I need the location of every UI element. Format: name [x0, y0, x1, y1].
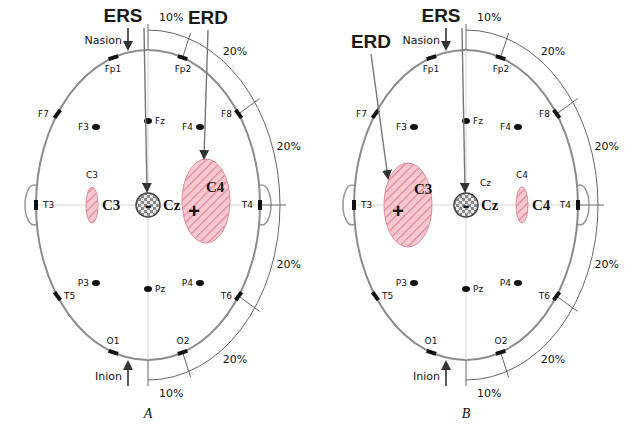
erd-region — [86, 187, 98, 223]
landmark-label: Nasion — [85, 34, 122, 47]
electrode-label: O1 — [425, 336, 438, 346]
leader-arrow — [462, 28, 465, 191]
electrode-label: C3 — [86, 170, 98, 180]
polarity-sign: - — [463, 194, 470, 217]
erd-region — [182, 159, 230, 243]
percent-label: 20% — [595, 257, 619, 270]
percent-label: 20% — [223, 352, 247, 365]
electrode-label: Fp2 — [175, 64, 192, 74]
percent-label: 10% — [477, 386, 501, 399]
electrode-label: C4 — [532, 197, 550, 214]
polarity-sign: + — [188, 200, 200, 223]
electrode-label: C3 — [414, 181, 432, 198]
electrode-label: Cz — [480, 178, 491, 188]
landmark-label: Nasion — [403, 34, 440, 47]
electrode-label: T3 — [361, 200, 372, 210]
effect-label: ERD — [188, 7, 228, 29]
landmark-arrow — [445, 28, 447, 49]
electrode-label: Cz — [163, 197, 181, 214]
effect-label: ERS — [421, 5, 460, 27]
effect-label: ERD — [351, 31, 391, 53]
electrode-label: F4 — [182, 122, 193, 132]
electrode-label: F8 — [221, 109, 232, 119]
percent-label: 10% — [159, 11, 183, 24]
electrode-label: C3 — [102, 197, 120, 214]
percent-label: 20% — [541, 45, 565, 58]
polarity-sign: - — [145, 194, 152, 217]
erd-region — [516, 187, 528, 223]
percent-label: 10% — [159, 386, 183, 399]
electrode-label: F3 — [396, 122, 407, 132]
electrode-label: T3 — [43, 200, 54, 210]
electrode-label: T6 — [539, 291, 550, 301]
ers-region — [454, 193, 478, 217]
electrode-label: Fp1 — [105, 64, 122, 74]
electrode-label: Fz — [473, 116, 483, 126]
electrode-label: P3 — [396, 278, 407, 288]
leader-arrow — [371, 54, 388, 178]
polarity-sign: + — [392, 200, 404, 223]
ers-region — [136, 193, 160, 217]
electrode-label: O1 — [107, 336, 120, 346]
head-outline — [343, 24, 604, 386]
electrode-label: C4 — [206, 179, 224, 196]
panel-letter: B — [462, 406, 471, 422]
electrode-label: F7 — [356, 109, 367, 119]
electrode-label: T5 — [382, 291, 393, 301]
erd-region — [384, 163, 432, 247]
percent-label: 20% — [223, 45, 247, 58]
electrode-label: T4 — [560, 200, 571, 210]
electrode-label: T4 — [242, 200, 253, 210]
landmark-arrow — [127, 362, 129, 386]
percent-label: 20% — [595, 140, 619, 153]
electrode-label: Cz — [481, 197, 499, 214]
electrode-label: F4 — [500, 122, 511, 132]
electrode-label: C4 — [516, 170, 528, 180]
electrode-label: F8 — [539, 109, 550, 119]
landmark-label: Inion — [413, 370, 440, 383]
percent-label: 20% — [277, 257, 301, 270]
landmark-arrow — [127, 28, 129, 49]
electrode-label: Fp2 — [493, 64, 510, 74]
electrode-label: P3 — [78, 278, 89, 288]
electrode-label: Pz — [155, 284, 165, 294]
landmark-label: Inion — [95, 370, 122, 383]
leader-arrow — [144, 28, 147, 191]
electrode-label: O2 — [177, 336, 190, 346]
electrode-label: Fp1 — [423, 64, 440, 74]
percent-label: 20% — [277, 140, 301, 153]
leader-arrow — [204, 30, 208, 158]
electrode-label: F3 — [78, 122, 89, 132]
percent-label: 10% — [477, 11, 501, 24]
panel-letter: A — [144, 406, 153, 422]
electrode-label: P4 — [182, 278, 193, 288]
percent-label: 20% — [541, 352, 565, 365]
effect-label: ERS — [103, 5, 142, 27]
electrode-label: P4 — [500, 278, 511, 288]
landmark-arrow — [445, 362, 447, 386]
electrode-label: Pz — [473, 284, 483, 294]
electrode-label: T5 — [64, 291, 75, 301]
electrode-label: Fz — [155, 116, 165, 126]
electrode-label: O2 — [495, 336, 508, 346]
electrode-label: T6 — [221, 291, 232, 301]
head-outline — [25, 24, 286, 386]
electrode-label: F7 — [38, 109, 49, 119]
